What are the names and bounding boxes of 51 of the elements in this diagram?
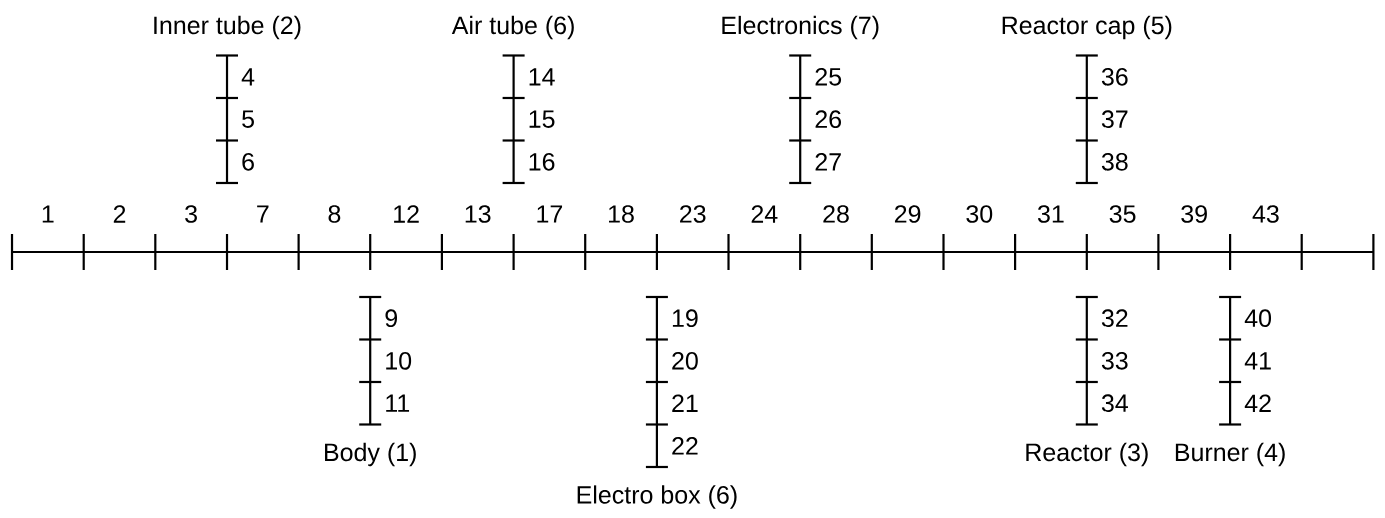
branch-number: 40 — [1244, 309, 1272, 328]
branch-number: 42 — [1244, 394, 1271, 412]
segment-number: 13 — [465, 205, 491, 223]
group-label: Reactor (3) — [1026, 442, 1148, 467]
segment-number: 24 — [751, 205, 778, 223]
branch-number: 25 — [815, 67, 842, 86]
segment-number: 29 — [894, 205, 921, 223]
branch-number: 22 — [672, 437, 698, 455]
segment-number: 3 — [185, 205, 197, 223]
segment-number: 12 — [394, 205, 419, 223]
branch-number: 11 — [386, 394, 410, 412]
branch-number: 41 — [1244, 352, 1271, 370]
branch-number: 10 — [386, 351, 412, 370]
group-label: Electro box (6) — [577, 485, 737, 509]
branch-number: 14 — [529, 68, 555, 86]
segment-number: 8 — [328, 205, 341, 223]
segment-number: 7 — [257, 205, 269, 223]
branch-number: 4 — [241, 68, 255, 86]
branch-number: 26 — [815, 110, 841, 129]
segment-number: 39 — [1181, 205, 1207, 223]
branch-number: 20 — [672, 351, 698, 370]
segment-number: 31 — [1037, 205, 1064, 223]
branch-number: 27 — [815, 153, 841, 171]
branch-number: 19 — [672, 309, 698, 328]
group-label: Body (1) — [325, 442, 416, 467]
segment-number: 2 — [113, 205, 126, 223]
group-label: Inner tube (2) — [154, 15, 301, 40]
branch-number: 16 — [529, 152, 555, 171]
branch-number: 15 — [529, 110, 555, 128]
group-label: Air tube (6) — [451, 15, 574, 40]
branch-number: 34 — [1101, 394, 1128, 413]
branch-number: 21 — [672, 394, 698, 412]
segment-number: 23 — [680, 205, 706, 223]
branch-number: 6 — [242, 152, 254, 171]
segment-number: 18 — [609, 205, 634, 223]
segment-number: 17 — [537, 205, 563, 223]
group-label: Electronics (7) — [722, 15, 879, 40]
segment-number: 35 — [1109, 205, 1136, 223]
branch-number: 32 — [1101, 309, 1128, 328]
group-label: Reactor cap (5) — [1002, 15, 1172, 40]
branch-number: 36 — [1101, 67, 1128, 86]
segment-number: 28 — [823, 205, 849, 223]
group-label: Burner (4) — [1175, 442, 1285, 467]
segment-number: 1 — [42, 205, 54, 223]
branch-number: 37 — [1101, 110, 1128, 129]
segment-number: 43 — [1252, 205, 1279, 223]
segment-number: 30 — [966, 205, 993, 223]
branch-number: 38 — [1101, 152, 1128, 171]
branch-number: 5 — [242, 110, 254, 128]
branch-number: 33 — [1101, 351, 1128, 370]
branch-number: 9 — [385, 309, 398, 328]
